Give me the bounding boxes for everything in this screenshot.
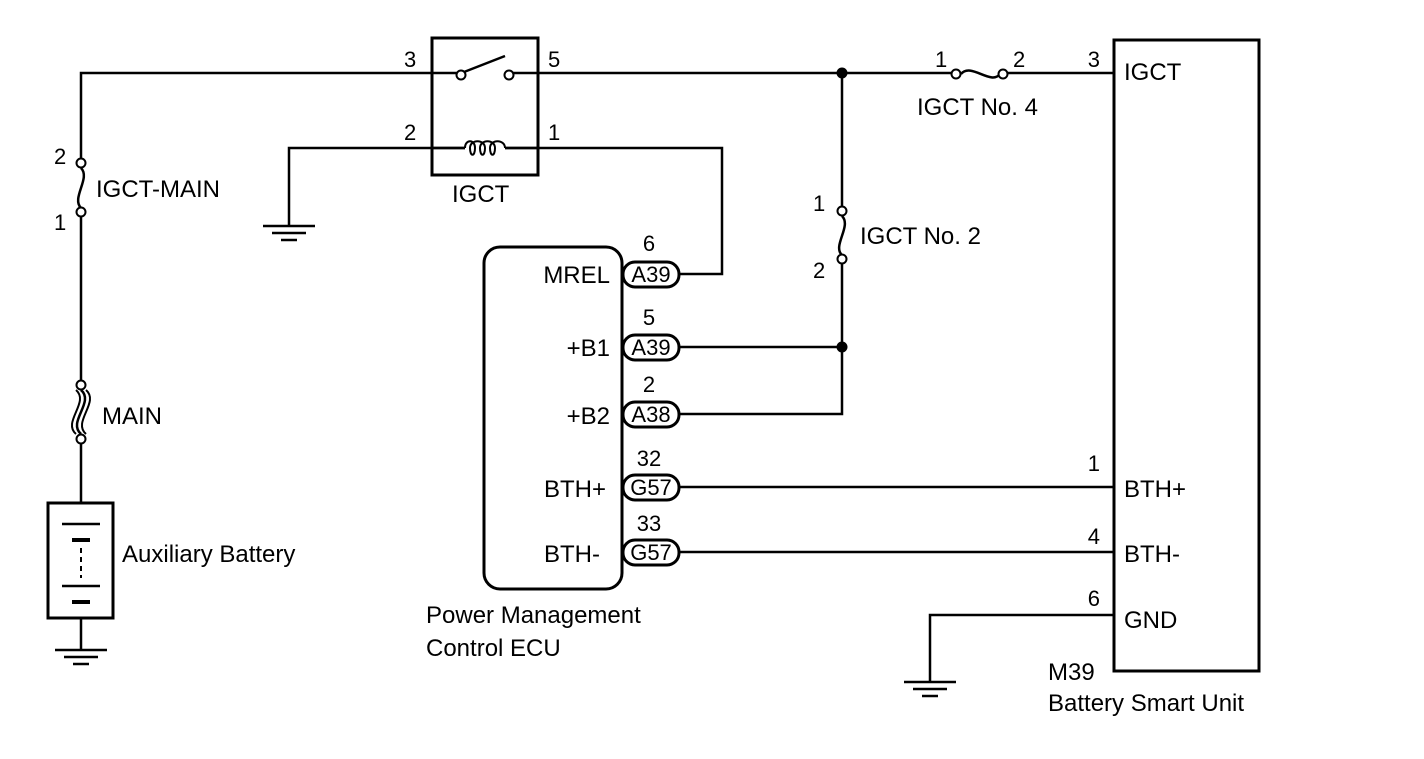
ecu-connector-bth-minus bbox=[621, 538, 681, 567]
ecu-connector-b1-code: A39 bbox=[631, 335, 670, 360]
wire-battery-to-relay bbox=[79, 71, 458, 158]
wire-bsu-ground bbox=[928, 613, 1114, 682]
wire-coil-to-ground bbox=[287, 146, 465, 226]
bsu-terminal-bth-plus-name: BTH+ bbox=[1124, 476, 1186, 503]
igct-no2-pin-1: 1 bbox=[813, 191, 825, 216]
bsu-pin-bth-plus: 1 bbox=[1088, 451, 1100, 476]
relay-pin-5: 5 bbox=[548, 47, 560, 72]
ecu-connector-b2-code: A38 bbox=[631, 402, 670, 427]
igct-main-label: IGCT-MAIN bbox=[96, 176, 220, 203]
bsu-terminal-gnd-name: GND bbox=[1124, 607, 1177, 634]
igct-main-pin-1: 1 bbox=[54, 210, 66, 235]
bsu-label: Battery Smart Unit bbox=[1048, 690, 1244, 717]
ecu-terminal-mrel-name: MREL bbox=[543, 262, 610, 289]
ecu-connector-bth-plus-code: G57 bbox=[630, 475, 672, 500]
junction-dot-b1 bbox=[836, 341, 848, 353]
wire-coil-to-mrel bbox=[505, 146, 724, 276]
bsu-pin-igct: 3 bbox=[1088, 47, 1100, 72]
igct-relay bbox=[430, 36, 540, 177]
ground-symbol-relay bbox=[263, 224, 315, 242]
wires bbox=[79, 67, 1114, 682]
ecu-pin-b2: 2 bbox=[643, 372, 655, 397]
ecu-terminal-b1-name: +B1 bbox=[567, 335, 610, 362]
igct-no4-fuse bbox=[950, 68, 1009, 80]
relay-pin-3: 3 bbox=[404, 47, 416, 72]
ecu-label-line-2: Control ECU bbox=[426, 635, 561, 662]
ecu-pin-bth-minus: 33 bbox=[637, 511, 661, 536]
ecu-connector-b1 bbox=[621, 333, 681, 362]
bsu-terminal-igct-name: IGCT bbox=[1124, 59, 1182, 86]
ecu-label-line-1: Power Management bbox=[426, 602, 641, 629]
bsu-pin-bth-minus: 4 bbox=[1088, 524, 1100, 549]
battery-symbol bbox=[46, 501, 115, 620]
igct-main-fuse bbox=[75, 157, 87, 218]
ecu-connector-bth-minus-code: G57 bbox=[630, 540, 672, 565]
bsu-code: M39 bbox=[1048, 659, 1095, 686]
igct-no4-pin-2: 2 bbox=[1013, 47, 1025, 72]
bsu-pin-gnd: 6 bbox=[1088, 586, 1100, 611]
bsu-terminal-bth-minus-name: BTH- bbox=[1124, 541, 1180, 568]
main-fuse bbox=[70, 379, 92, 445]
main-fuse-label: MAIN bbox=[102, 403, 162, 430]
ecu-connector-mrel bbox=[621, 260, 681, 289]
ecu-terminal-bth-minus-name: BTH- bbox=[544, 541, 600, 568]
ecu-pin-mrel: 6 bbox=[643, 231, 655, 256]
igct-no2-fuse bbox=[836, 205, 848, 265]
ground-symbol-battery bbox=[55, 648, 107, 666]
ecu-pin-b1: 5 bbox=[643, 305, 655, 330]
ground-symbol-bsu bbox=[904, 680, 956, 698]
ecu-terminals: MREL A39 6 +B1 A39 5 +B2 A38 2 BTH+ G57 … bbox=[543, 231, 681, 568]
igct-main-pin-2: 2 bbox=[54, 144, 66, 169]
bsu-terminals: 3 IGCT 1 BTH+ 4 BTH- 6 GND bbox=[1088, 47, 1186, 634]
ecu-connector-b2 bbox=[621, 400, 681, 429]
relay-pin-2: 2 bbox=[404, 120, 416, 145]
relay-label: IGCT bbox=[452, 181, 510, 208]
ecu-connector-mrel-code: A39 bbox=[631, 262, 670, 287]
igct-no4-label: IGCT No. 4 bbox=[917, 94, 1038, 121]
ecu-terminal-bth-plus-name: BTH+ bbox=[544, 476, 606, 503]
igct-no2-pin-2: 2 bbox=[813, 258, 825, 283]
wire-igct-no2-to-b2 bbox=[678, 260, 844, 416]
bsu-box bbox=[1112, 38, 1261, 673]
ecu-connector-bth-plus bbox=[621, 473, 681, 502]
battery-label: Auxiliary Battery bbox=[122, 541, 295, 568]
igct-no4-pin-1: 1 bbox=[935, 47, 947, 72]
junction-dot-top bbox=[836, 67, 848, 79]
ecu-pin-bth-plus: 32 bbox=[637, 446, 661, 471]
ecu-terminal-b2-name: +B2 bbox=[567, 403, 610, 430]
relay-pin-1: 1 bbox=[548, 120, 560, 145]
igct-no2-label: IGCT No. 2 bbox=[860, 223, 981, 250]
